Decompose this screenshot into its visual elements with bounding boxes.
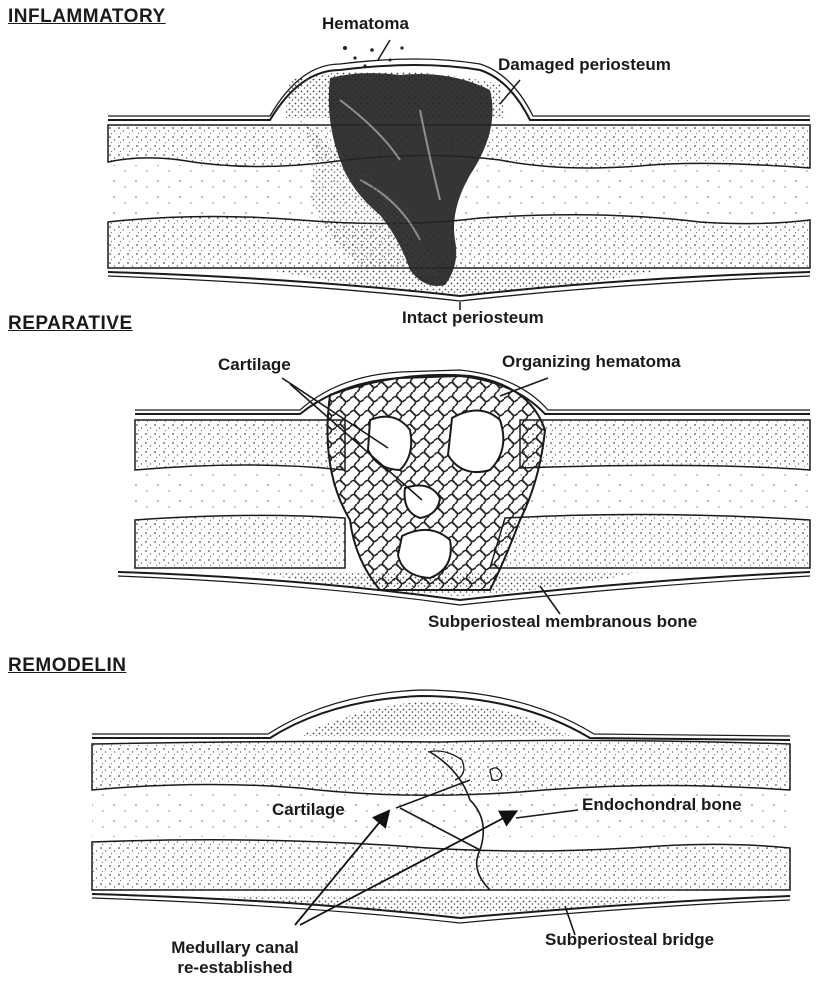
stage-title-reparative: REPARATIVE <box>8 313 133 335</box>
label-damaged-periosteum: Damaged periosteum <box>498 55 671 75</box>
label-hematoma: Hematoma <box>322 14 409 34</box>
label-endochondral-bone: Endochondral bone <box>582 795 742 815</box>
stage-title-inflammatory: INFLAMMATORY <box>8 6 166 28</box>
label-medullary-canal: Medullary canal re-established <box>140 938 330 978</box>
label-medullary-canal-line2: re-established <box>140 958 330 978</box>
stage-title-remodeling: REMODELIN <box>8 655 127 677</box>
label-intact-periosteum: Intact periosteum <box>402 308 544 328</box>
label-cartilage-reparative: Cartilage <box>218 355 291 375</box>
label-organizing-hematoma: Organizing hematoma <box>502 352 681 372</box>
label-subperiosteal-bridge: Subperiosteal bridge <box>545 930 714 950</box>
label-medullary-canal-line1: Medullary canal <box>140 938 330 958</box>
label-subperiosteal-membranous-bone: Subperiosteal membranous bone <box>428 612 697 632</box>
label-cartilage-remodeling: Cartilage <box>272 800 345 820</box>
hematoma-pointer <box>378 40 390 60</box>
